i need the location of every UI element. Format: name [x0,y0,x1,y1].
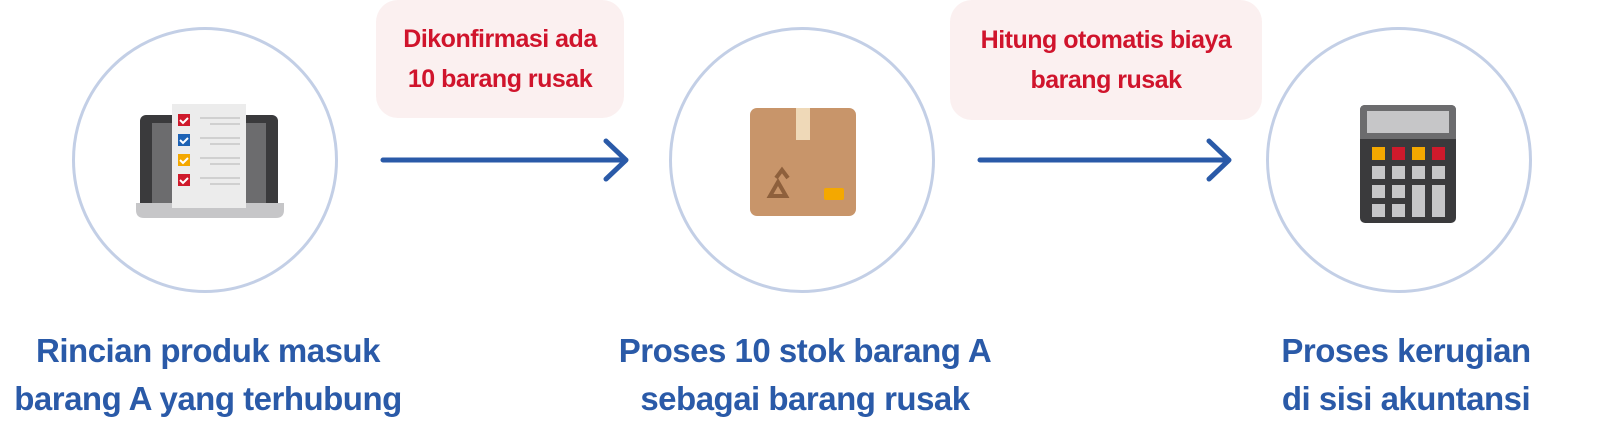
note-line: Hitung otomatis biaya [980,26,1232,54]
label-line: Rincian produk masuk [36,332,380,369]
step-1-label: Rincian produk masuk barang A yang terhub… [0,327,438,423]
laptop-checklist-icon [136,104,284,218]
label-line: Proses kerugian [1281,332,1531,369]
note-line: 10 barang rusak [407,65,593,93]
step-2-label: Proses 10 stok barang A sebagai barang ru… [575,327,1035,423]
calculator-icon [1360,105,1456,223]
arrow-right-icon [380,138,629,182]
step-3-label: Proses kerugian di sisi akuntansi [1176,327,1607,423]
transition-note-1: Dikonfirmasi ada 10 barang rusak [376,0,624,118]
note-line: barang rusak [1030,66,1182,94]
damaged-box-icon [750,108,856,216]
label-line: Proses 10 stok barang A [618,332,992,369]
transition-note-2: Hitung otomatis biaya barang rusak [950,0,1262,120]
label-line: barang A yang terhubung [14,380,402,417]
label-line: di sisi akuntansi [1281,380,1531,417]
note-line: Dikonfirmasi ada [403,25,597,53]
arrow-right-icon [977,138,1232,182]
label-line: sebagai barang rusak [640,380,970,417]
